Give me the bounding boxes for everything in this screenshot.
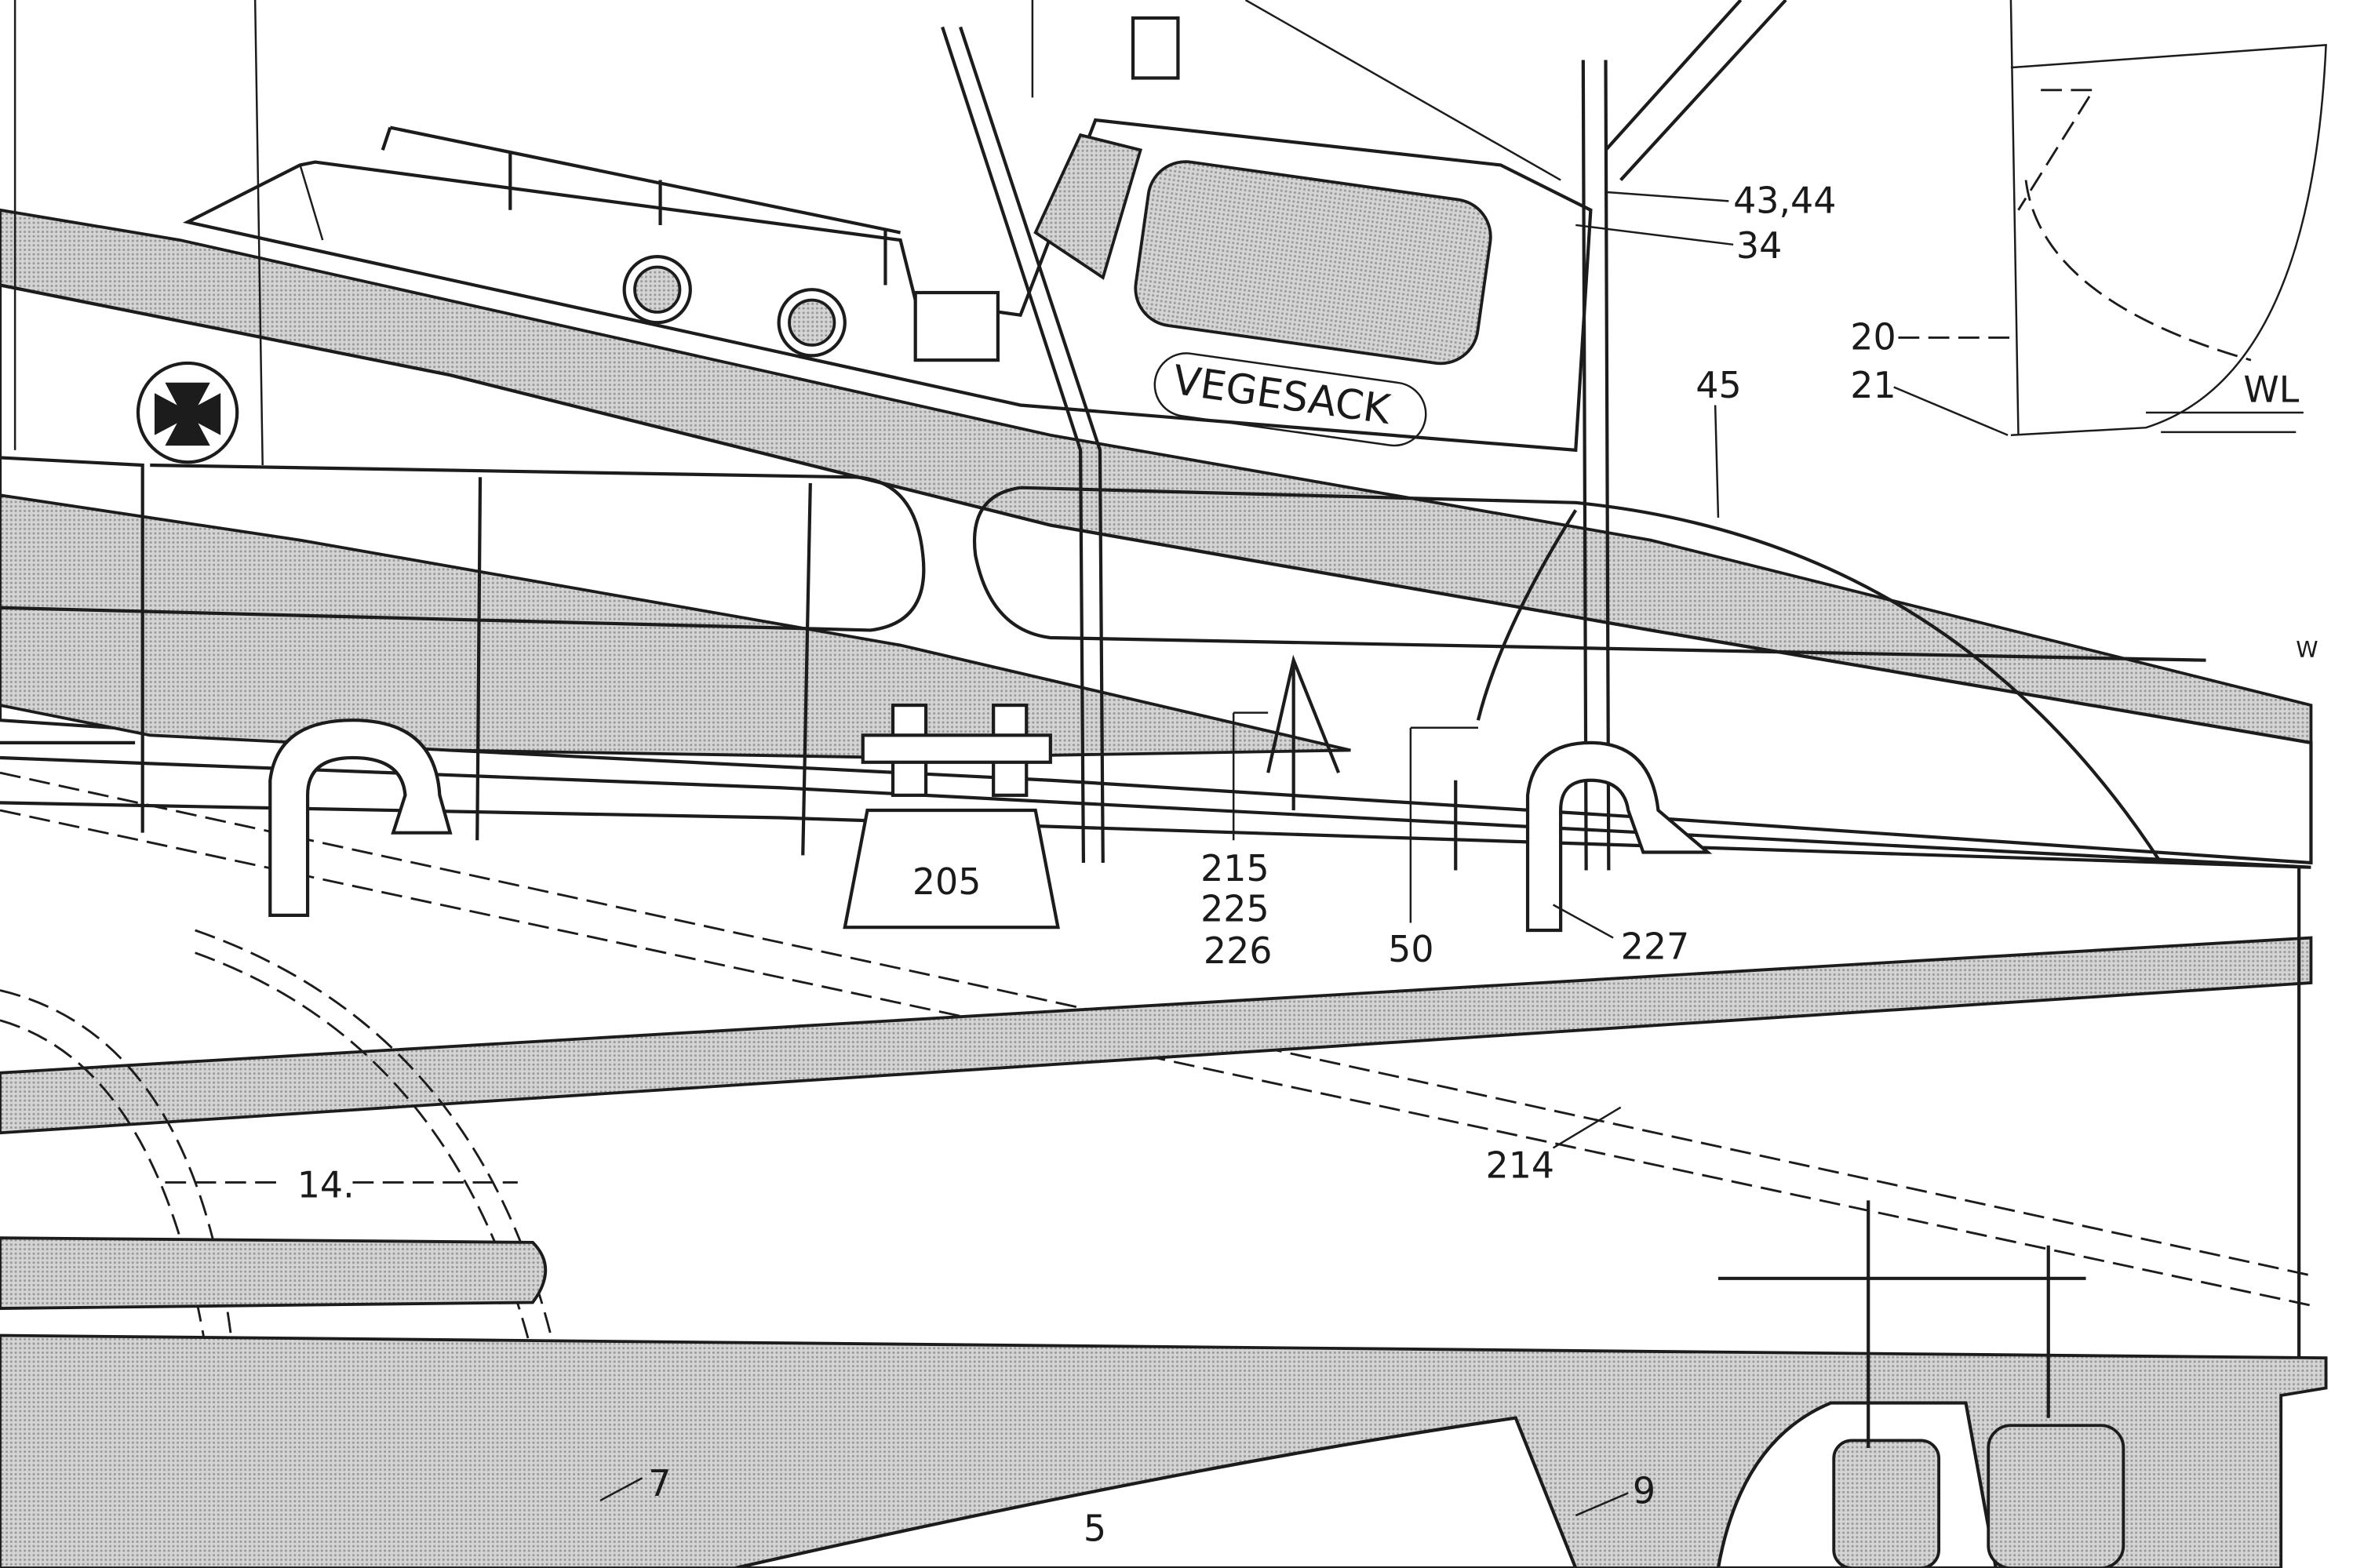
label-43-44: 43,44 [1733,180,1836,222]
vent-pipes [268,654,1713,933]
label-215: 215 [1200,847,1269,890]
masts [13,0,1787,871]
label-14: 14. [297,1164,355,1206]
label-20: 20 [1850,316,1896,358]
label-waterline: WL [2243,369,2299,411]
label-226: 226 [1204,930,1273,972]
railings [0,456,2206,871]
part-labels: 43,44 34 20 21 WL 45 W 205 215 225 226 5… [165,180,2318,1550]
label-227: 227 [1621,925,1690,967]
deck-lines [0,755,2313,1381]
label-21: 21 [1850,364,1896,406]
label-45: 45 [1696,364,1741,406]
label-225: 225 [1200,888,1269,930]
bitts-205 [843,703,1060,930]
label-214: 214 [1486,1144,1555,1187]
emblem-cross-icon [136,361,239,464]
label-7: 7 [648,1462,671,1504]
label-9: 9 [1633,1470,1655,1512]
label-205: 205 [912,860,982,903]
deck-cabin [182,16,1593,453]
label-5: 5 [1084,1508,1106,1550]
label-w: W [2296,636,2318,663]
label-34: 34 [1736,224,1782,267]
label-50: 50 [1388,928,1433,970]
